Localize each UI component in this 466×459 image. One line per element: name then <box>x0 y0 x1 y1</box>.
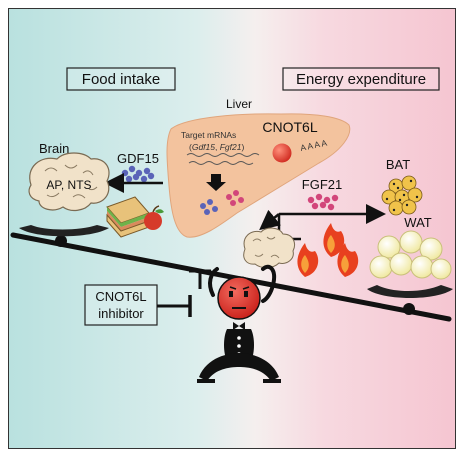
frame: Food intake Energy expenditure Liver Tar… <box>8 8 456 449</box>
cnot6l-enzyme <box>272 143 292 163</box>
beam-left-pivot <box>55 235 67 247</box>
gdf15-label: GDF15 <box>117 151 159 166</box>
wat-cluster <box>369 230 452 280</box>
target-genes-label: (Gdf15, Fgf21) <box>189 142 244 152</box>
ap-nts-label: AP, NTS <box>46 178 91 192</box>
balance-beam <box>10 232 452 322</box>
degradation-arrow <box>206 174 226 191</box>
cnot6l-inhibitor-box: CNOT6L inhibitor <box>84 284 158 326</box>
person-icon <box>197 264 281 383</box>
apple-icon <box>144 205 164 230</box>
bat-cluster <box>381 175 423 216</box>
food-intake-label: Food intake <box>82 71 160 88</box>
mrna-wave-2 <box>188 161 254 165</box>
bat-label: BAT <box>386 157 410 172</box>
liver-shape <box>166 113 351 238</box>
brain-icon-small <box>243 227 296 269</box>
wat-label: WAT <box>404 215 431 230</box>
energy-expenditure-label: Energy expenditure <box>296 71 426 88</box>
left-pan <box>19 225 109 237</box>
fgf21-dots <box>307 193 339 211</box>
inhibitor-line2: inhibitor <box>98 306 144 321</box>
inhibitor-line1: CNOT6L <box>95 289 146 304</box>
liver-fgf21-dots <box>226 190 244 206</box>
mrna-wave-1 <box>186 153 260 157</box>
diagram-canvas: Food intake Energy expenditure Liver Tar… <box>9 9 455 448</box>
brain-icon <box>28 152 110 212</box>
beam-right-pivot <box>403 303 415 315</box>
flame-inner <box>301 235 349 273</box>
fgf21-to-brain-arrow <box>259 209 281 231</box>
liver-label: Liver <box>226 97 252 111</box>
food-intake-box: Food intake <box>66 67 176 91</box>
brain-label: Brain <box>39 141 69 156</box>
target-mrnas-label: Target mRNAs <box>181 130 236 140</box>
energy-expenditure-box: Energy expenditure <box>282 67 440 91</box>
liver-gdf15-dots <box>200 199 218 215</box>
right-pan <box>367 285 453 298</box>
cnot6l-label: CNOT6L <box>262 119 317 135</box>
face <box>217 276 261 320</box>
fgf21-label: FGF21 <box>302 177 342 192</box>
